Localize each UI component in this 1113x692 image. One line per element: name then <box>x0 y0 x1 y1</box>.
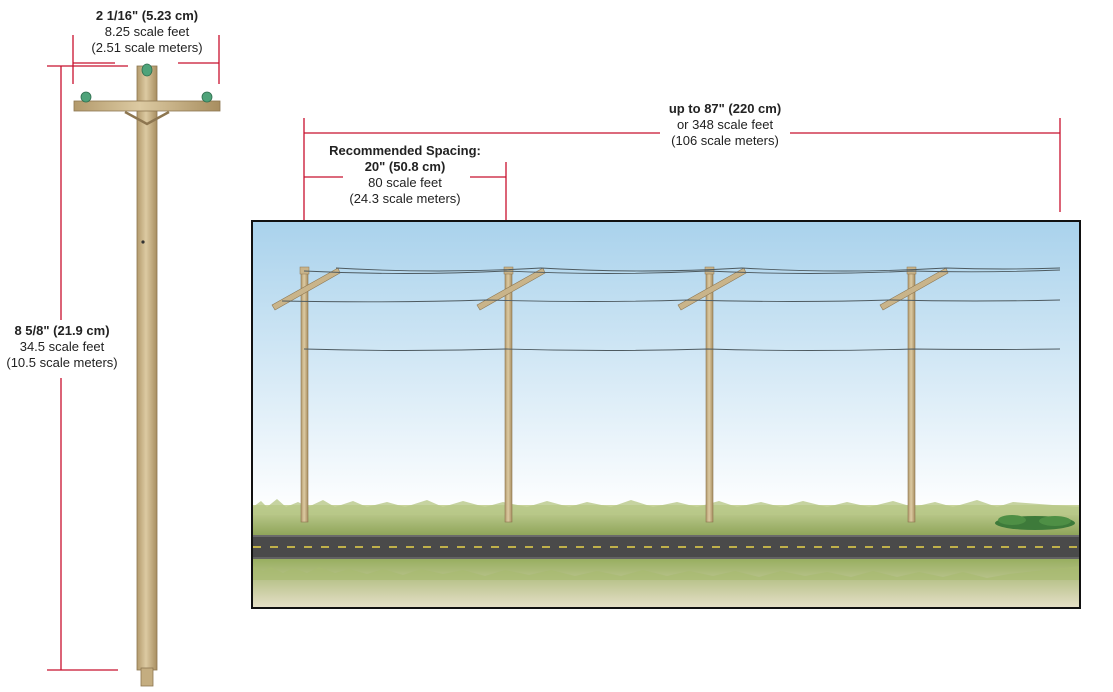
pole-width-main: 2 1/16" (5.23 cm) <box>95 8 199 23</box>
spacing-meters: (24.3 scale meters) <box>349 191 461 206</box>
max-span-label: up to 87" (220 cm) or 348 scale feet (10… <box>650 101 800 149</box>
max-span-feet: or 348 scale feet <box>676 117 774 132</box>
max-span-meters: (106 scale meters) <box>671 133 779 148</box>
scene-panel <box>251 220 1081 609</box>
power-lines <box>281 267 1061 351</box>
scene-pole-4 <box>879 266 949 523</box>
max-span-main: up to 87" (220 cm) <box>668 101 782 116</box>
pole-base-tip <box>140 667 154 687</box>
pole-height-feet: 34.5 scale feet <box>19 339 105 354</box>
insulator-left <box>80 91 92 103</box>
pole-height-meters: (10.5 scale meters) <box>6 355 118 370</box>
spacing-label: Recommended Spacing: 20" (50.8 cm) 80 sc… <box>320 143 490 207</box>
insulator-top <box>141 63 153 77</box>
scene-pole-3 <box>677 266 747 523</box>
pole-height-label: 8 5/8" (21.9 cm) 34.5 scale feet (10.5 s… <box>2 323 122 371</box>
pole-shaft <box>136 65 158 671</box>
scene-pole-1 <box>271 266 341 523</box>
spacing-heading: Recommended Spacing: <box>329 143 481 158</box>
single-pole-illustration <box>73 63 221 687</box>
pole-width-feet: 8.25 scale feet <box>104 24 190 39</box>
insulator-right <box>201 91 213 103</box>
grass-front <box>253 559 1079 608</box>
crossarm-brace <box>124 110 170 126</box>
spacing-main: 20" (50.8 cm) <box>364 159 446 174</box>
pole-height-main: 8 5/8" (21.9 cm) <box>14 323 110 338</box>
pole-crossarm <box>73 100 221 112</box>
spacing-feet: 80 scale feet <box>368 175 442 190</box>
pole-width-label: 2 1/16" (5.23 cm) 8.25 scale feet (2.51 … <box>86 8 208 56</box>
pole-width-meters: (2.51 scale meters) <box>91 40 203 55</box>
